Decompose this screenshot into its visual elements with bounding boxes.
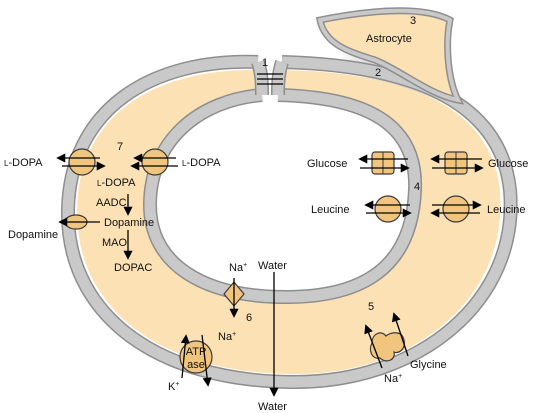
glycine-label: Glycine	[410, 359, 447, 371]
glucose-transporter-luminal	[358, 151, 410, 175]
number-4: 4	[414, 181, 420, 193]
number-6: 6	[246, 312, 252, 324]
dopamine-extracellular-label: Dopamine	[8, 229, 58, 241]
astrocyte-membrane	[317, 8, 462, 103]
dopamine-intracellular-label: Dopamine	[104, 217, 154, 229]
ldopa-label-outside: L-DOPA	[4, 157, 43, 169]
k-label: K+	[168, 381, 179, 393]
glycine-transporter	[364, 312, 409, 369]
number-1: 1	[262, 57, 268, 69]
ldopa-transporter-luminal	[130, 148, 178, 176]
number-2: 2	[375, 67, 381, 79]
na-k-atpase	[179, 334, 213, 387]
atp-label: ATP	[186, 346, 207, 358]
tight-junction-lines	[257, 73, 283, 85]
na-lumen-label: Na+	[229, 262, 247, 274]
dopamine-transporter	[58, 214, 100, 230]
ldopa-label-lumen: L-DOPA	[182, 157, 221, 169]
mao-label: MAO	[102, 237, 128, 249]
leucine-lumen-label: Leucine	[311, 204, 350, 216]
water-brain-label: Water	[258, 401, 287, 413]
na-glycine-label: Na+	[384, 373, 402, 385]
leucine-transporter-luminal	[364, 195, 412, 223]
outer-membrane-fill	[62, 56, 517, 388]
dopac-label: DOPAC	[114, 262, 152, 274]
glucose-brain-label: Glucose	[488, 158, 528, 170]
na-cell-label: Na+	[218, 331, 236, 343]
sodium-channel	[223, 278, 245, 318]
leucine-brain-label: Leucine	[487, 204, 526, 216]
glucose-transporter-basal	[430, 151, 484, 175]
cytoplasm	[76, 69, 501, 375]
number-5: 5	[368, 301, 374, 313]
ase-label: ase	[187, 359, 205, 371]
astrocyte-label: Astrocyte	[366, 33, 412, 45]
number-7: 7	[117, 141, 123, 153]
number-3: 3	[410, 15, 416, 27]
glucose-lumen-label: Glucose	[307, 158, 347, 170]
ldopa-transporter-basal	[56, 148, 106, 176]
water-lumen-label: Water	[258, 260, 287, 272]
ldopa-label-intracellular: L-DOPA	[97, 177, 136, 189]
leucine-transporter-basal	[430, 195, 482, 223]
aadc-label: AADC	[96, 197, 127, 209]
